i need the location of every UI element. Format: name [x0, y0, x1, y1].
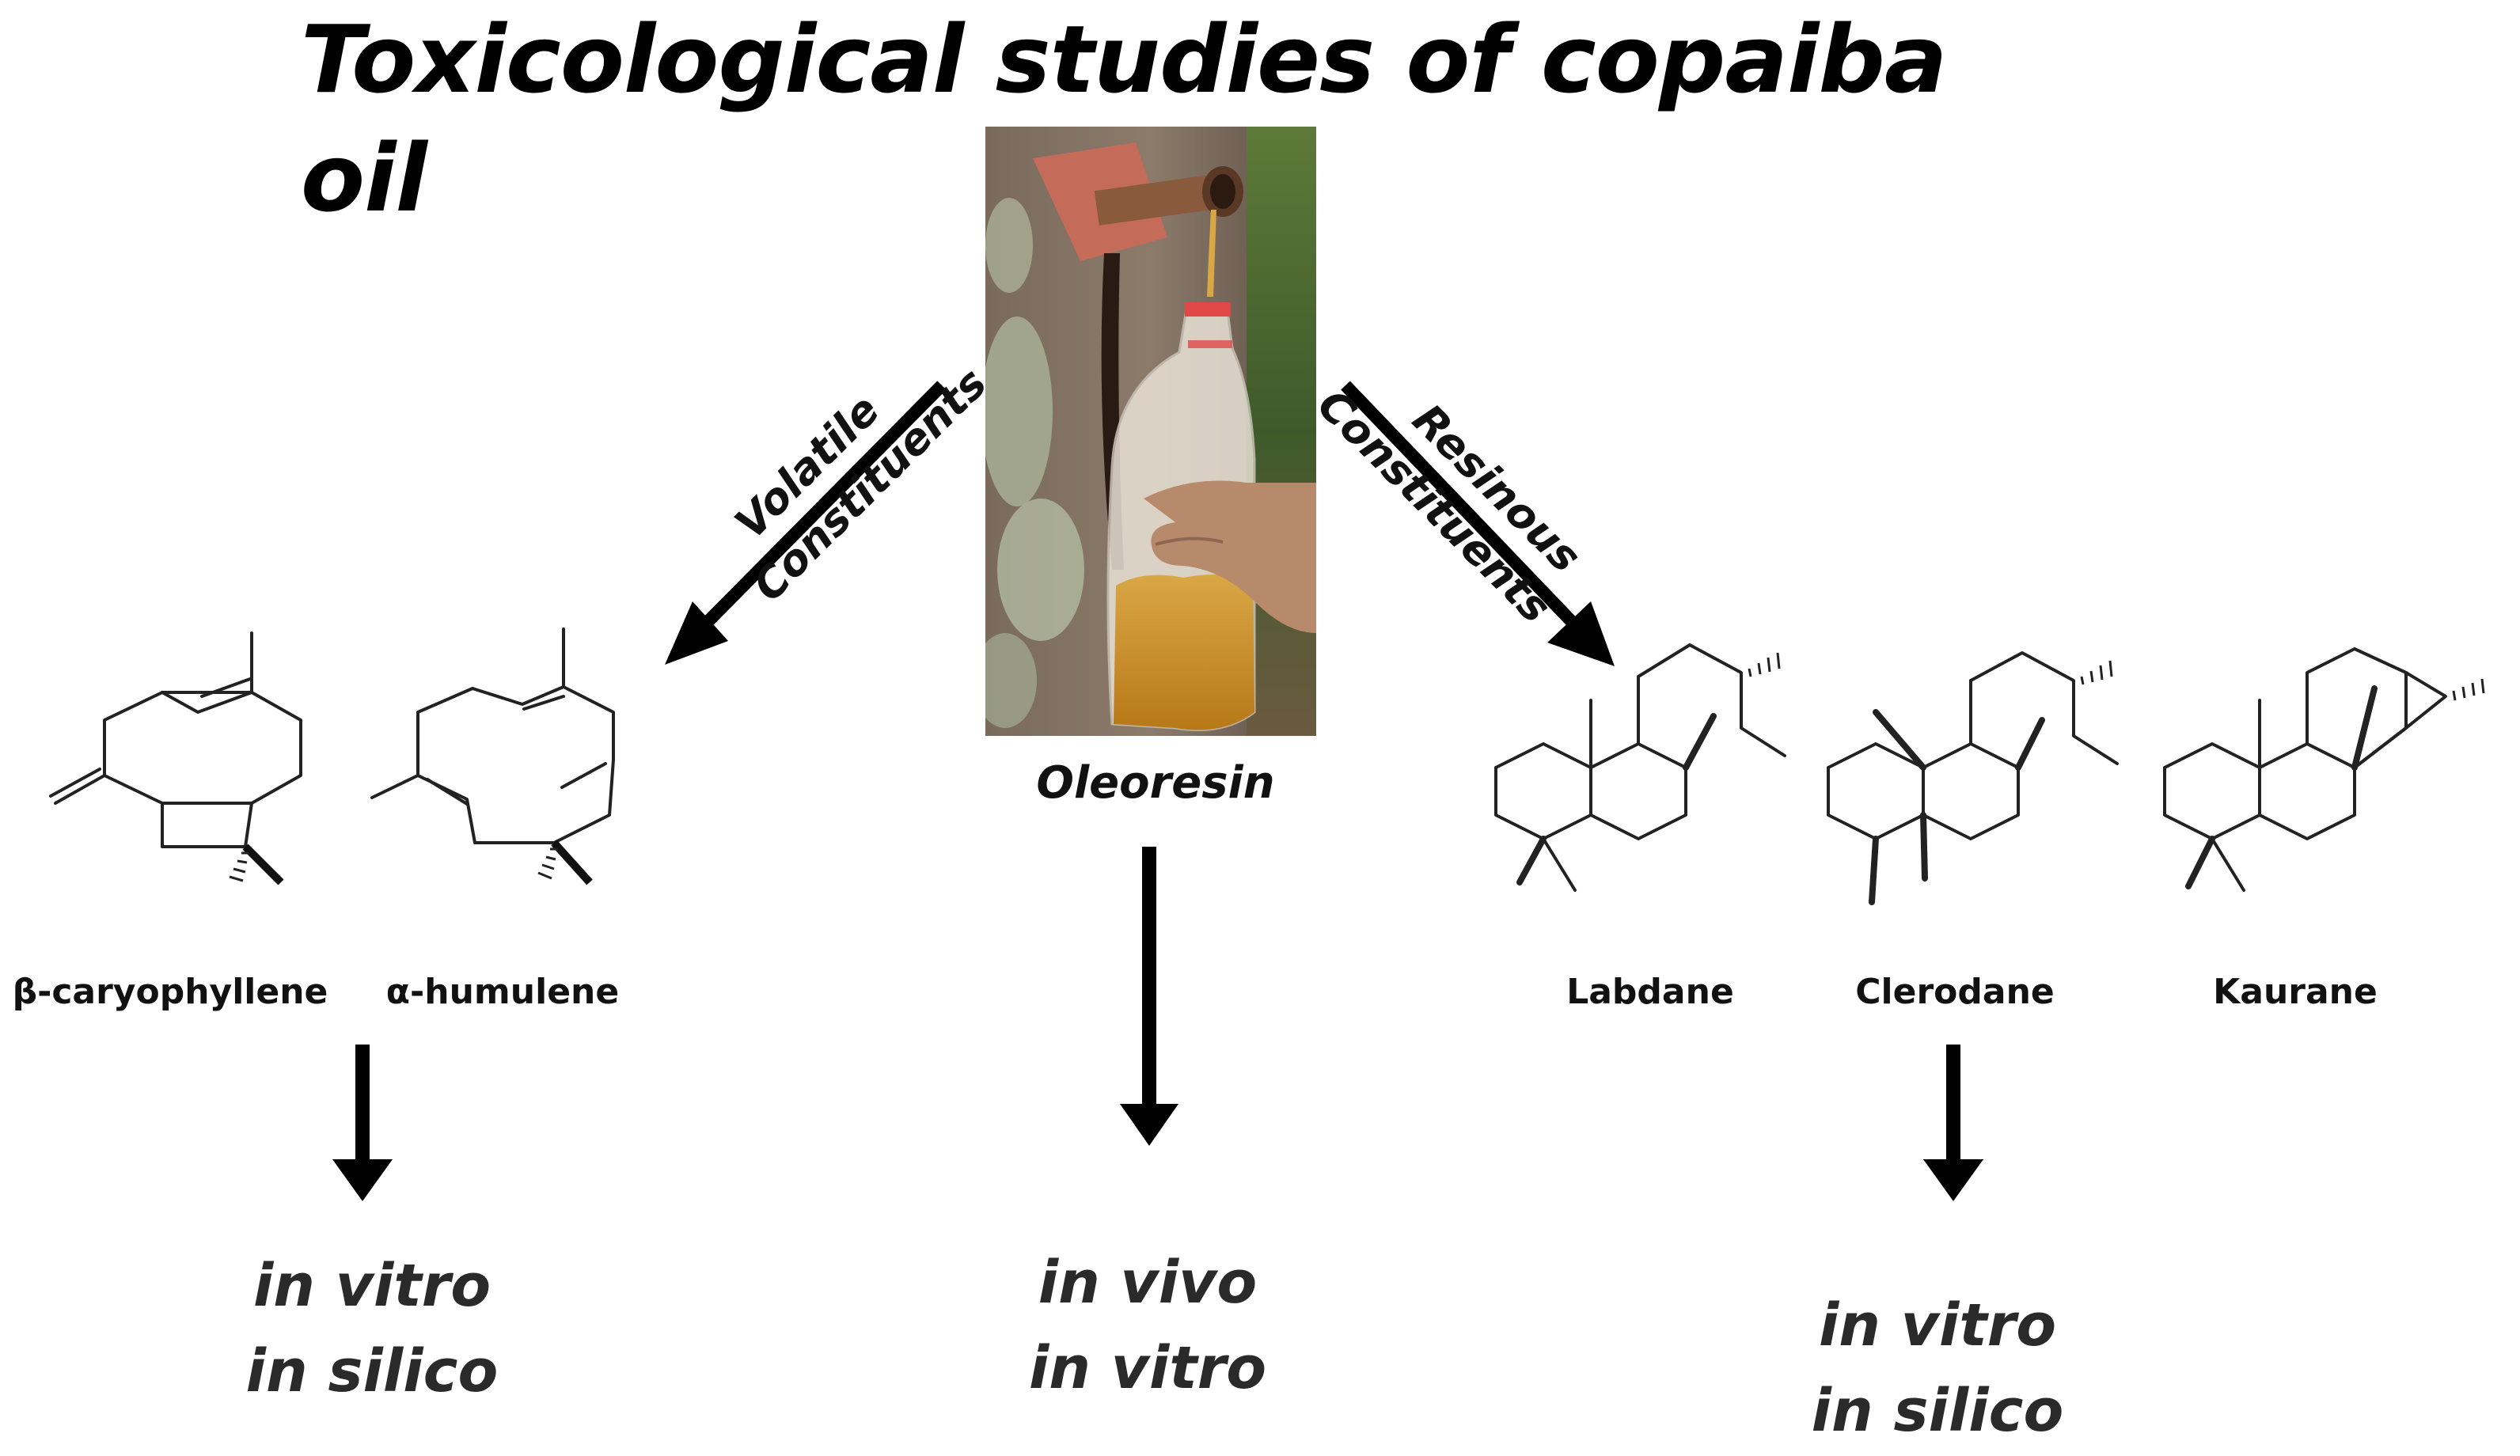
right-method-2: in silico: [1812, 1377, 2064, 1445]
arrow-right-diagonal: [1341, 381, 1615, 666]
arrow-right-down: [1923, 1045, 1983, 1201]
structure-labdane: [1494, 643, 1786, 892]
right-method-1: in vitro: [1819, 1291, 2056, 1359]
center-method-1: in vivo: [1038, 1249, 1258, 1317]
arrow-center-down: [1120, 847, 1178, 1146]
structure-alpha-humulene: [370, 628, 615, 885]
oleoresin-photo: [985, 127, 1316, 736]
structure-clerodane: [1827, 651, 2119, 905]
structure-kaurane: [2163, 647, 2485, 892]
oleoresin-label: Oleoresin: [1036, 757, 1274, 809]
center-method-2: in vitro: [1029, 1334, 1266, 1402]
compound-label-beta-caryophyllene: β-caryophyllene: [13, 972, 328, 1012]
structure-beta-caryophyllene: [49, 631, 302, 885]
compound-label-labdane: Labdane: [1566, 972, 1734, 1012]
left-method-1: in vitro: [253, 1252, 491, 1320]
arrow-left-down: [332, 1045, 393, 1201]
left-method-2: in silico: [246, 1337, 499, 1405]
compound-label-kaurane: Kaurane: [2213, 972, 2378, 1012]
compound-label-alpha-humulene: α-humulene: [386, 972, 619, 1012]
arrow-left-diagonal: [665, 381, 947, 665]
compound-label-clerodane: Clerodane: [1855, 972, 2055, 1012]
page-title: Toxicological studies of copaiba oil: [301, 5, 1948, 233]
